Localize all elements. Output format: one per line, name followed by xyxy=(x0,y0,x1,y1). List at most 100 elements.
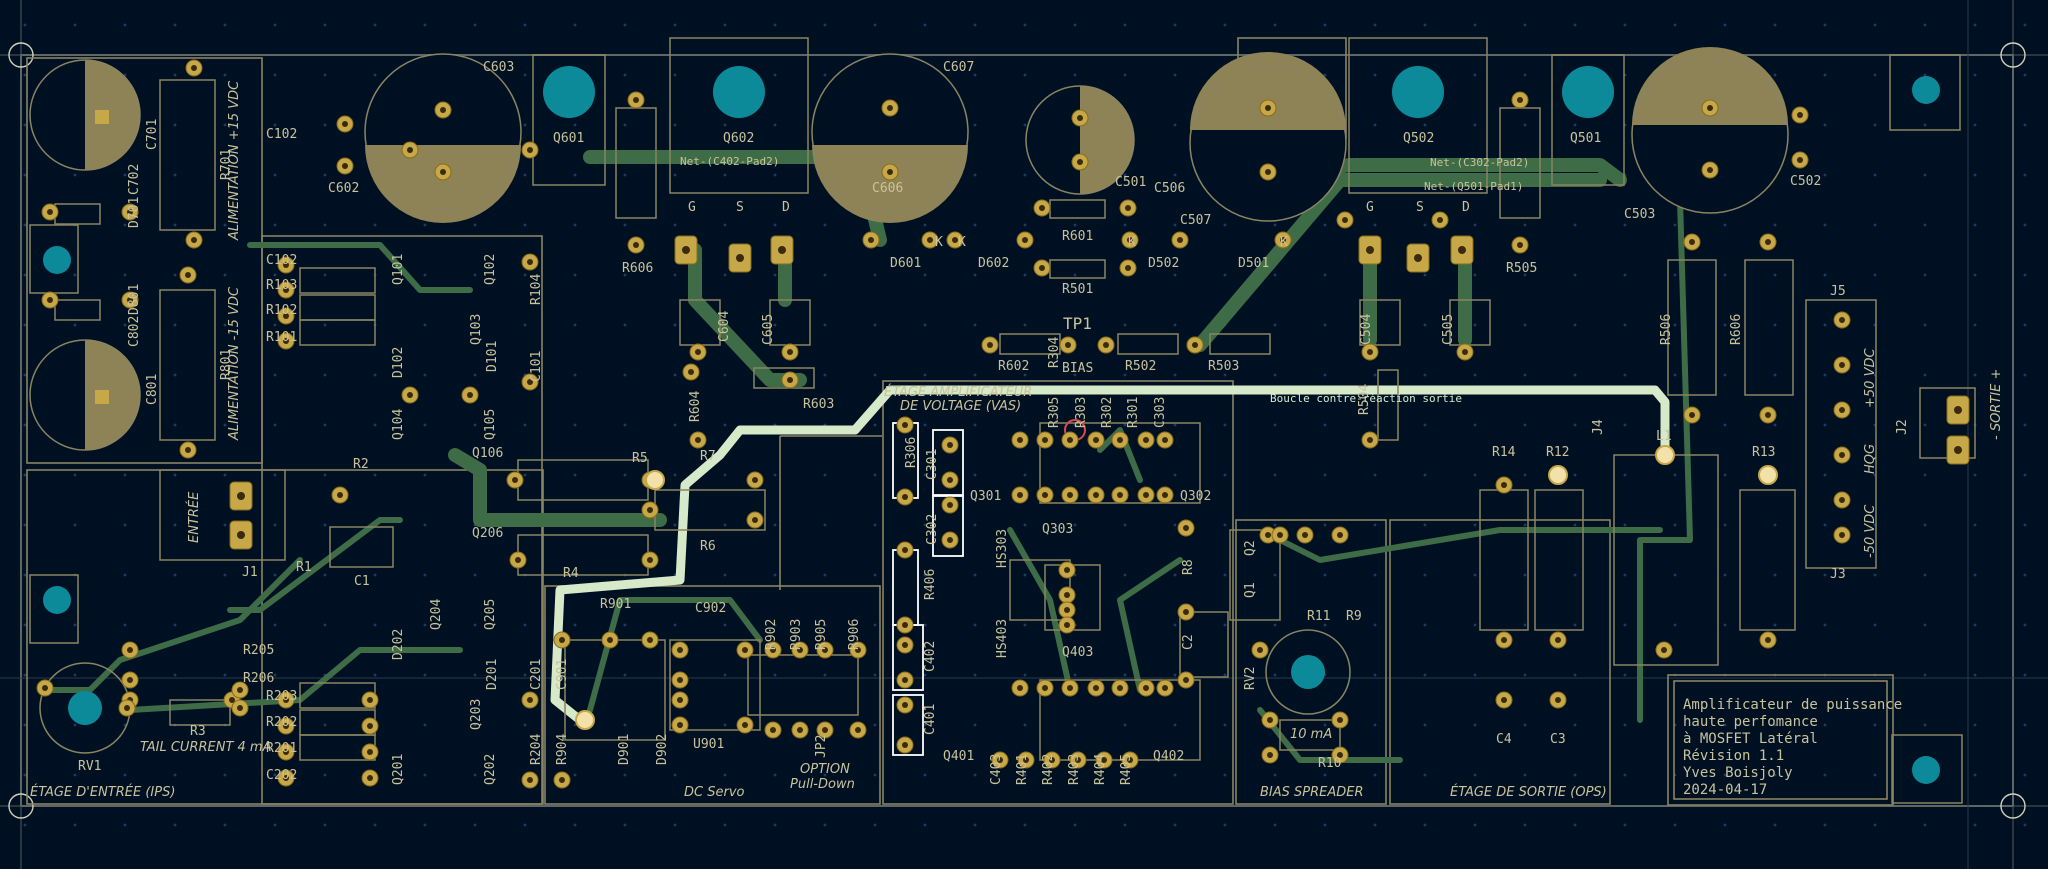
ref-r13: R13 xyxy=(1752,445,1775,460)
ref-l1: L1 xyxy=(1656,429,1672,444)
k-label-2: K xyxy=(958,235,966,250)
ref-r1: R1 xyxy=(296,560,312,575)
ref-c4: C4 xyxy=(1496,732,1512,747)
ref-r402: R402 xyxy=(1041,754,1056,785)
ref-r604: R604 xyxy=(688,391,703,422)
ref-c603: C603 xyxy=(483,60,514,75)
ref-r501: R501 xyxy=(1062,282,1093,297)
v-pos-label: +50 VDC xyxy=(1863,348,1878,408)
ref-jp2: JP2 xyxy=(814,735,829,758)
section-output-label: ÉTAGE DE SORTIE (OPS) xyxy=(1450,784,1607,800)
ref-r401: R401 xyxy=(1015,754,1030,785)
ref-d101: D101 xyxy=(485,341,500,372)
ref-c902: C902 xyxy=(695,601,726,616)
ref-d801: D801 xyxy=(127,284,142,315)
ref-r905: R905 xyxy=(814,619,829,650)
title-line-4: Révision 1.1 xyxy=(1683,748,1784,764)
ref-r404: R404 xyxy=(1093,754,1108,785)
section-dcservo-label: DC Servo xyxy=(684,785,745,800)
ref-r205: R205 xyxy=(243,643,274,658)
entree-label: ENTRÉE xyxy=(186,491,202,543)
psu-pos-label: ALIMENTATION +15 VDC xyxy=(227,80,242,241)
ref-d902: D902 xyxy=(655,734,670,765)
ref-r306: R306 xyxy=(904,437,919,468)
ref-q403: Q403 xyxy=(1062,645,1093,660)
ref-q302: Q302 xyxy=(1180,489,1211,504)
net-c402-label: Net-(C402-Pad2) xyxy=(680,155,779,168)
ref-q1: Q1 xyxy=(1243,582,1258,598)
section-vas-label-2: DE VOLTAGE (VAS) xyxy=(900,399,1021,414)
ref-r801: R801 xyxy=(219,349,234,380)
ref-q101: Q101 xyxy=(391,254,406,285)
option-label: OPTION xyxy=(800,762,850,777)
ref-c702: C702 xyxy=(127,164,142,195)
ref-u901: U901 xyxy=(693,737,724,752)
title-line-2: haute perfomance xyxy=(1683,714,1818,730)
section-vas-label-1: ÉTAGE AMPLIFICATEUR xyxy=(884,384,1032,400)
ref-q105: Q105 xyxy=(483,409,498,440)
ref-r101: R101 xyxy=(266,330,297,345)
r10-current-label: 10 mA xyxy=(1290,727,1332,742)
ref-c507: C507 xyxy=(1180,213,1211,228)
ref-r506: R506 xyxy=(1659,314,1674,345)
ref-q102: Q102 xyxy=(483,254,498,285)
ref-r405: R405 xyxy=(1119,754,1134,785)
net-feedback-label: Boucle contre-réaction sortie xyxy=(1270,392,1462,405)
drain-label: D xyxy=(782,200,790,215)
ref-r9: R9 xyxy=(1346,609,1362,624)
title-line-5: Yves Boisjoly xyxy=(1683,765,1793,781)
k-label-1: K xyxy=(935,235,943,250)
ref-r403: R403 xyxy=(1067,754,1082,785)
ref-d501: D501 xyxy=(1238,256,1269,271)
ref-q103: Q103 xyxy=(469,314,484,345)
ref-c102: C102 xyxy=(266,127,297,142)
ref-j3: J3 xyxy=(1830,567,1846,582)
section-bias-label: BIAS SPREADER xyxy=(1260,785,1364,800)
ref-c302: C302 xyxy=(925,514,940,545)
ref-c3: C3 xyxy=(1550,732,1566,747)
ref-r2: R2 xyxy=(353,457,369,472)
title-line-1: Amplificateur de puissance xyxy=(1683,697,1902,713)
ref-r303: R303 xyxy=(1074,397,1089,428)
ref-r104: R104 xyxy=(529,274,544,305)
feedback-net-track xyxy=(550,385,1670,725)
ref-d202: D202 xyxy=(391,629,406,660)
sortie-label: - SORTIE + xyxy=(1989,369,2004,440)
ref-d201: D201 xyxy=(485,659,500,690)
section-outlines xyxy=(26,37,1894,806)
source-label-2: S xyxy=(1416,200,1424,215)
ref-j1: J1 xyxy=(242,565,258,580)
ref-c102b: C102 xyxy=(266,253,297,268)
ref-r8: R8 xyxy=(1181,559,1196,575)
source-label: S xyxy=(736,200,744,215)
ref-rv2: RV2 xyxy=(1243,667,1258,690)
ref-q201: Q201 xyxy=(391,754,406,785)
ref-q601: Q601 xyxy=(553,131,584,146)
ref-r602: R602 xyxy=(998,359,1029,374)
ref-r603: R603 xyxy=(803,397,834,412)
ref-c401: C401 xyxy=(923,704,938,735)
ref-r903: R903 xyxy=(789,619,804,650)
ref-r302: R302 xyxy=(1100,397,1115,428)
ref-c202: C202 xyxy=(266,768,297,783)
ref-rv1: RV1 xyxy=(78,759,101,774)
ref-c201: C201 xyxy=(529,659,544,690)
ref-r304: R304 xyxy=(1047,337,1062,368)
ref-d502: D502 xyxy=(1148,256,1179,271)
ref-hs403: HS403 xyxy=(995,619,1010,658)
ref-r606b: R606 xyxy=(1729,314,1744,345)
ref-c503: C503 xyxy=(1624,207,1655,222)
ref-r14: R14 xyxy=(1492,445,1516,460)
tail-current-label: TAIL CURRENT 4 mA xyxy=(140,740,271,755)
ref-hs303: HS303 xyxy=(995,529,1010,568)
ref-q203: Q203 xyxy=(469,699,484,730)
ref-c1: C1 xyxy=(354,574,370,589)
title-line-3: à MOSFET Latéral xyxy=(1683,731,1818,747)
ref-r505: R505 xyxy=(1506,261,1537,276)
ref-c901: C901 xyxy=(555,659,570,690)
ref-d601: D601 xyxy=(890,256,921,271)
ref-c303: C303 xyxy=(1153,397,1168,428)
tp1-label: TP1 xyxy=(1063,314,1092,333)
v-neg-label: -50 VDC xyxy=(1863,504,1878,558)
